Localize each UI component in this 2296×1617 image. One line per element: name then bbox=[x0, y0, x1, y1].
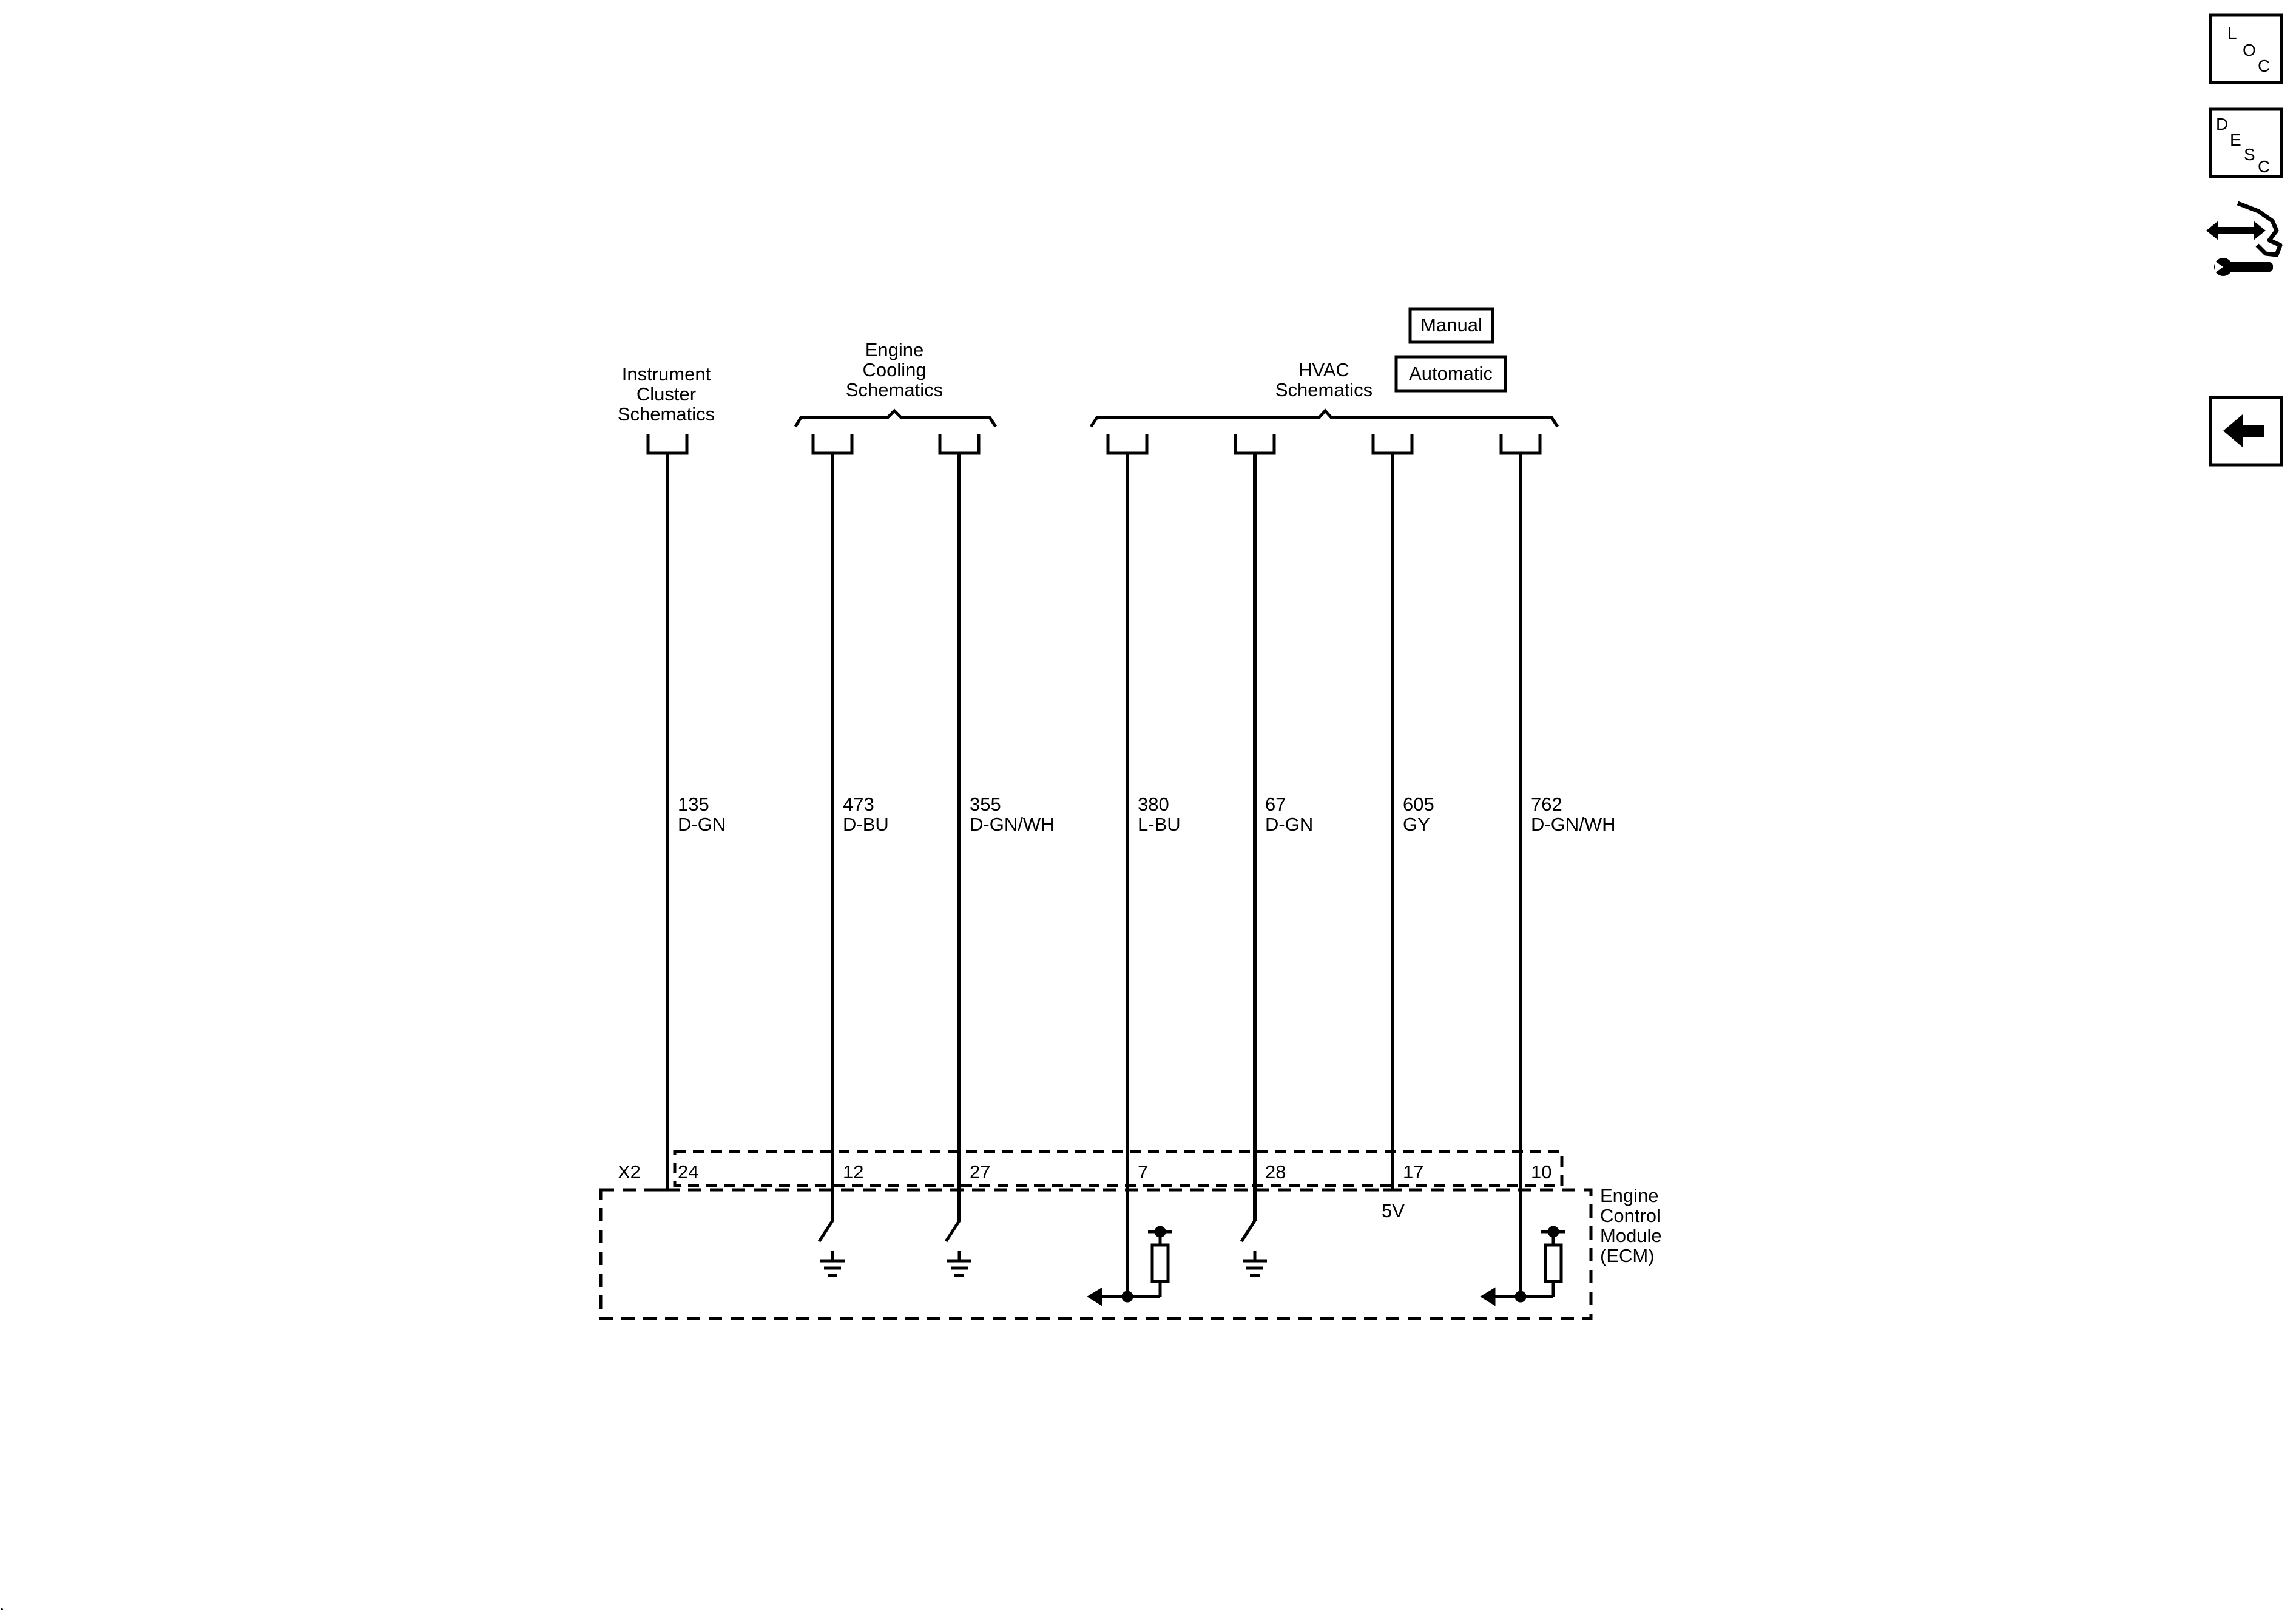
manual-label: Manual bbox=[1420, 314, 1482, 336]
loc-letter-o: O bbox=[2243, 41, 2256, 59]
connector-cups bbox=[646, 434, 1542, 455]
ecm-label[interactable]: Engine Control Module (ECM) bbox=[1600, 1185, 1662, 1266]
instrument-cluster-line-2: Cluster bbox=[636, 383, 696, 405]
pin-number: 27 bbox=[970, 1161, 990, 1183]
pin-number: 10 bbox=[1531, 1161, 1551, 1183]
ecm-label-line-4: (ECM) bbox=[1600, 1245, 1655, 1266]
engine-cooling-line-2: Cooling bbox=[862, 359, 926, 380]
cup-cooling-2 bbox=[938, 434, 981, 455]
wire-color: D-GN bbox=[1265, 814, 1313, 835]
loc-button[interactable]: L O C bbox=[2209, 13, 2283, 84]
wire-color: D-GN/WH bbox=[970, 814, 1054, 835]
circuit-number: 473 bbox=[843, 794, 874, 815]
switch-473-to-ground bbox=[817, 1220, 845, 1277]
wires bbox=[666, 453, 1522, 1297]
desc-letter-d: D bbox=[2216, 115, 2228, 133]
engine-cooling-line-1: Engine bbox=[865, 339, 924, 360]
back-button[interactable] bbox=[2209, 396, 2283, 467]
ecm-module-outline bbox=[599, 1188, 1593, 1320]
pin-number: 7 bbox=[1138, 1161, 1148, 1183]
loc-letter-l: L bbox=[2227, 24, 2237, 42]
engine-cooling-brace bbox=[794, 408, 998, 428]
pin-number: 24 bbox=[678, 1161, 698, 1183]
desc-letter-e: E bbox=[2230, 130, 2241, 149]
instrument-cluster-header[interactable]: Instrument Cluster Schematics bbox=[618, 363, 715, 425]
stray-dot bbox=[1, 1608, 3, 1610]
desc-letter-s: S bbox=[2244, 145, 2255, 164]
connector-name: X2 bbox=[618, 1161, 641, 1183]
cup-hvac-3 bbox=[1371, 434, 1414, 455]
manual-option-box[interactable]: Manual bbox=[1408, 307, 1494, 344]
voltage-label: 5V bbox=[1382, 1200, 1405, 1221]
circuit-number: 135 bbox=[678, 794, 709, 815]
instrument-cluster-line-1: Instrument bbox=[622, 363, 711, 385]
ecm-label-line-1: Engine bbox=[1600, 1185, 1659, 1206]
automatic-option-box[interactable]: Automatic bbox=[1394, 355, 1507, 393]
connector-repair-icon[interactable] bbox=[2206, 201, 2283, 276]
hvac-line-2: Schematics bbox=[1275, 379, 1373, 400]
pin-numbers: 24 12 27 7 28 17 10 bbox=[678, 1161, 1551, 1183]
instrument-cluster-line-3: Schematics bbox=[618, 403, 715, 425]
wire-color: D-BU bbox=[843, 814, 889, 835]
hvac-line-1: HVAC bbox=[1298, 359, 1349, 380]
cup-hvac-4 bbox=[1499, 434, 1542, 455]
wire-color: D-GN/WH bbox=[1531, 814, 1615, 835]
pullup-380 bbox=[1087, 1226, 1172, 1306]
wire-color: L-BU bbox=[1138, 814, 1181, 835]
circuit-number: 605 bbox=[1403, 794, 1434, 815]
hvac-header[interactable]: HVAC Schematics bbox=[1275, 359, 1373, 400]
engine-cooling-line-3: Schematics bbox=[846, 379, 943, 400]
circuit-number: 762 bbox=[1531, 794, 1562, 815]
cup-hvac-2 bbox=[1234, 434, 1276, 455]
pullup-762 bbox=[1480, 1226, 1565, 1306]
switch-355-to-ground bbox=[944, 1220, 971, 1277]
circuit-labels: 135 D-GN 473 D-BU 355 D-GN/WH 380 L-BU 6… bbox=[678, 794, 1615, 835]
cup-instrument-cluster bbox=[646, 434, 689, 455]
loc-letter-c: C bbox=[2258, 56, 2270, 75]
ecm-label-line-3: Module bbox=[1600, 1225, 1662, 1246]
ecm-label-line-2: Control bbox=[1600, 1205, 1661, 1226]
pin-number: 12 bbox=[843, 1161, 863, 1183]
wire-color: GY bbox=[1403, 814, 1430, 835]
pin-number: 28 bbox=[1265, 1161, 1286, 1183]
circuit-number: 355 bbox=[970, 794, 1001, 815]
cup-hvac-1 bbox=[1106, 434, 1149, 455]
connector-x2-outline bbox=[673, 1150, 1564, 1187]
engine-cooling-header[interactable]: Engine Cooling Schematics bbox=[846, 339, 943, 400]
desc-button[interactable]: D E S C bbox=[2209, 107, 2283, 178]
switch-67-to-ground bbox=[1240, 1220, 1267, 1277]
hvac-brace bbox=[1089, 408, 1559, 428]
pin-number: 17 bbox=[1403, 1161, 1423, 1183]
back-arrow-icon bbox=[2223, 414, 2264, 447]
wire-color: D-GN bbox=[678, 814, 726, 835]
circuit-number: 67 bbox=[1265, 794, 1286, 815]
cup-cooling-1 bbox=[811, 434, 854, 455]
circuit-number: 380 bbox=[1138, 794, 1169, 815]
automatic-label: Automatic bbox=[1409, 363, 1493, 384]
desc-letter-c: C bbox=[2258, 157, 2270, 176]
